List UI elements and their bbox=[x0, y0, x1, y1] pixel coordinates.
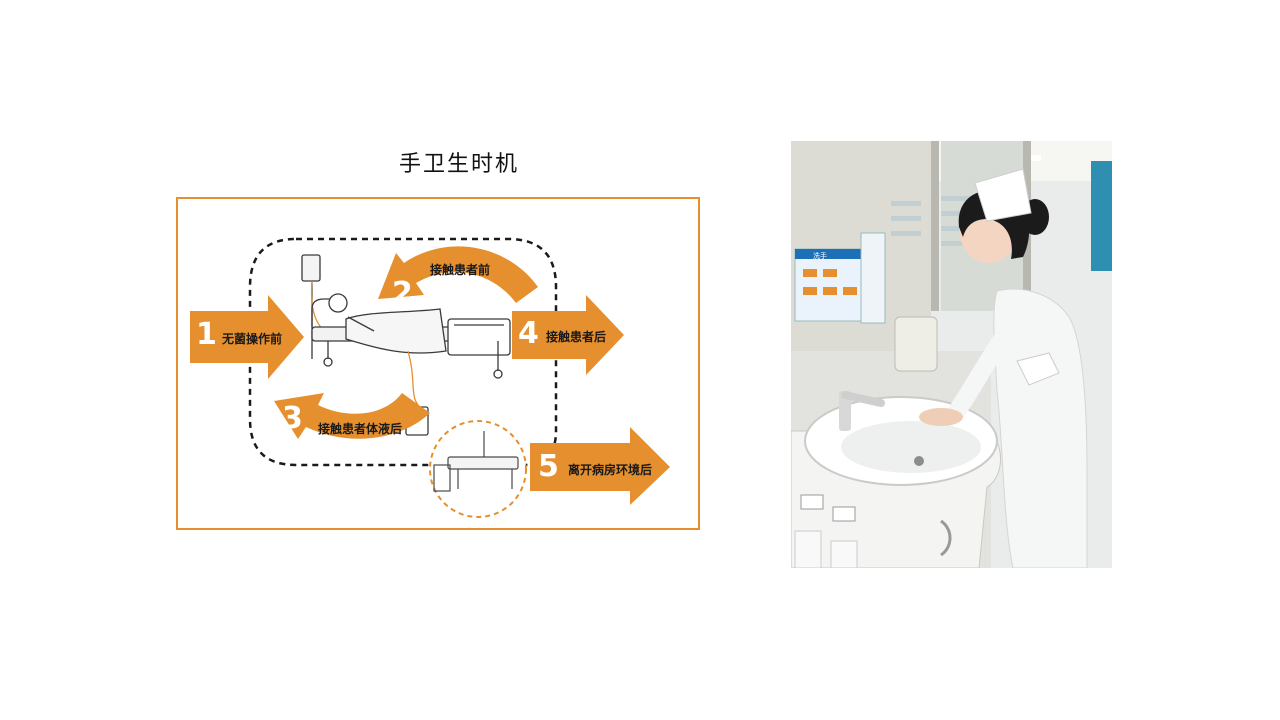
moment-2-number: 2 bbox=[392, 276, 413, 311]
empty-bed-sketch bbox=[433, 431, 519, 492]
moment-3-label: 接触患者体液后 bbox=[318, 422, 403, 436]
slide-title: 手卫生时机 bbox=[398, 152, 519, 177]
moment-1-label: 无菌操作前 bbox=[222, 332, 283, 346]
moment-3-arrow bbox=[274, 393, 430, 439]
moment-2-label: 接触患者前 bbox=[430, 263, 491, 277]
moment-5-arrow bbox=[530, 427, 670, 505]
moment-5-number: 5 bbox=[538, 449, 559, 484]
poster-heading: 洗手 bbox=[813, 251, 827, 260]
moment-5-label: 离开病房环境后 bbox=[568, 463, 653, 477]
patient-bed-illustration bbox=[301, 254, 511, 436]
moment-4-number: 4 bbox=[518, 316, 539, 351]
patient-zone-boundary bbox=[248, 237, 558, 467]
photo-illustration: 洗手 bbox=[791, 141, 1112, 568]
moment-4-arrow bbox=[512, 295, 624, 375]
nurse-handwashing-photo: 洗手 bbox=[791, 141, 1112, 568]
nurse-figure bbox=[919, 168, 1088, 568]
diagram-artwork bbox=[190, 237, 670, 518]
moment-1-number: 1 bbox=[196, 317, 217, 352]
moment-2-arrow bbox=[378, 246, 538, 303]
moment-4-label: 接触患者后 bbox=[546, 330, 607, 344]
hand-hygiene-moments-diagram: 1 无菌操作前 2 接触患者前 3 接触患者体液后 4 接触患者后 5 离开病房… bbox=[176, 197, 700, 530]
moment-3-number: 3 bbox=[282, 401, 303, 436]
moment-1-arrow bbox=[190, 295, 304, 379]
